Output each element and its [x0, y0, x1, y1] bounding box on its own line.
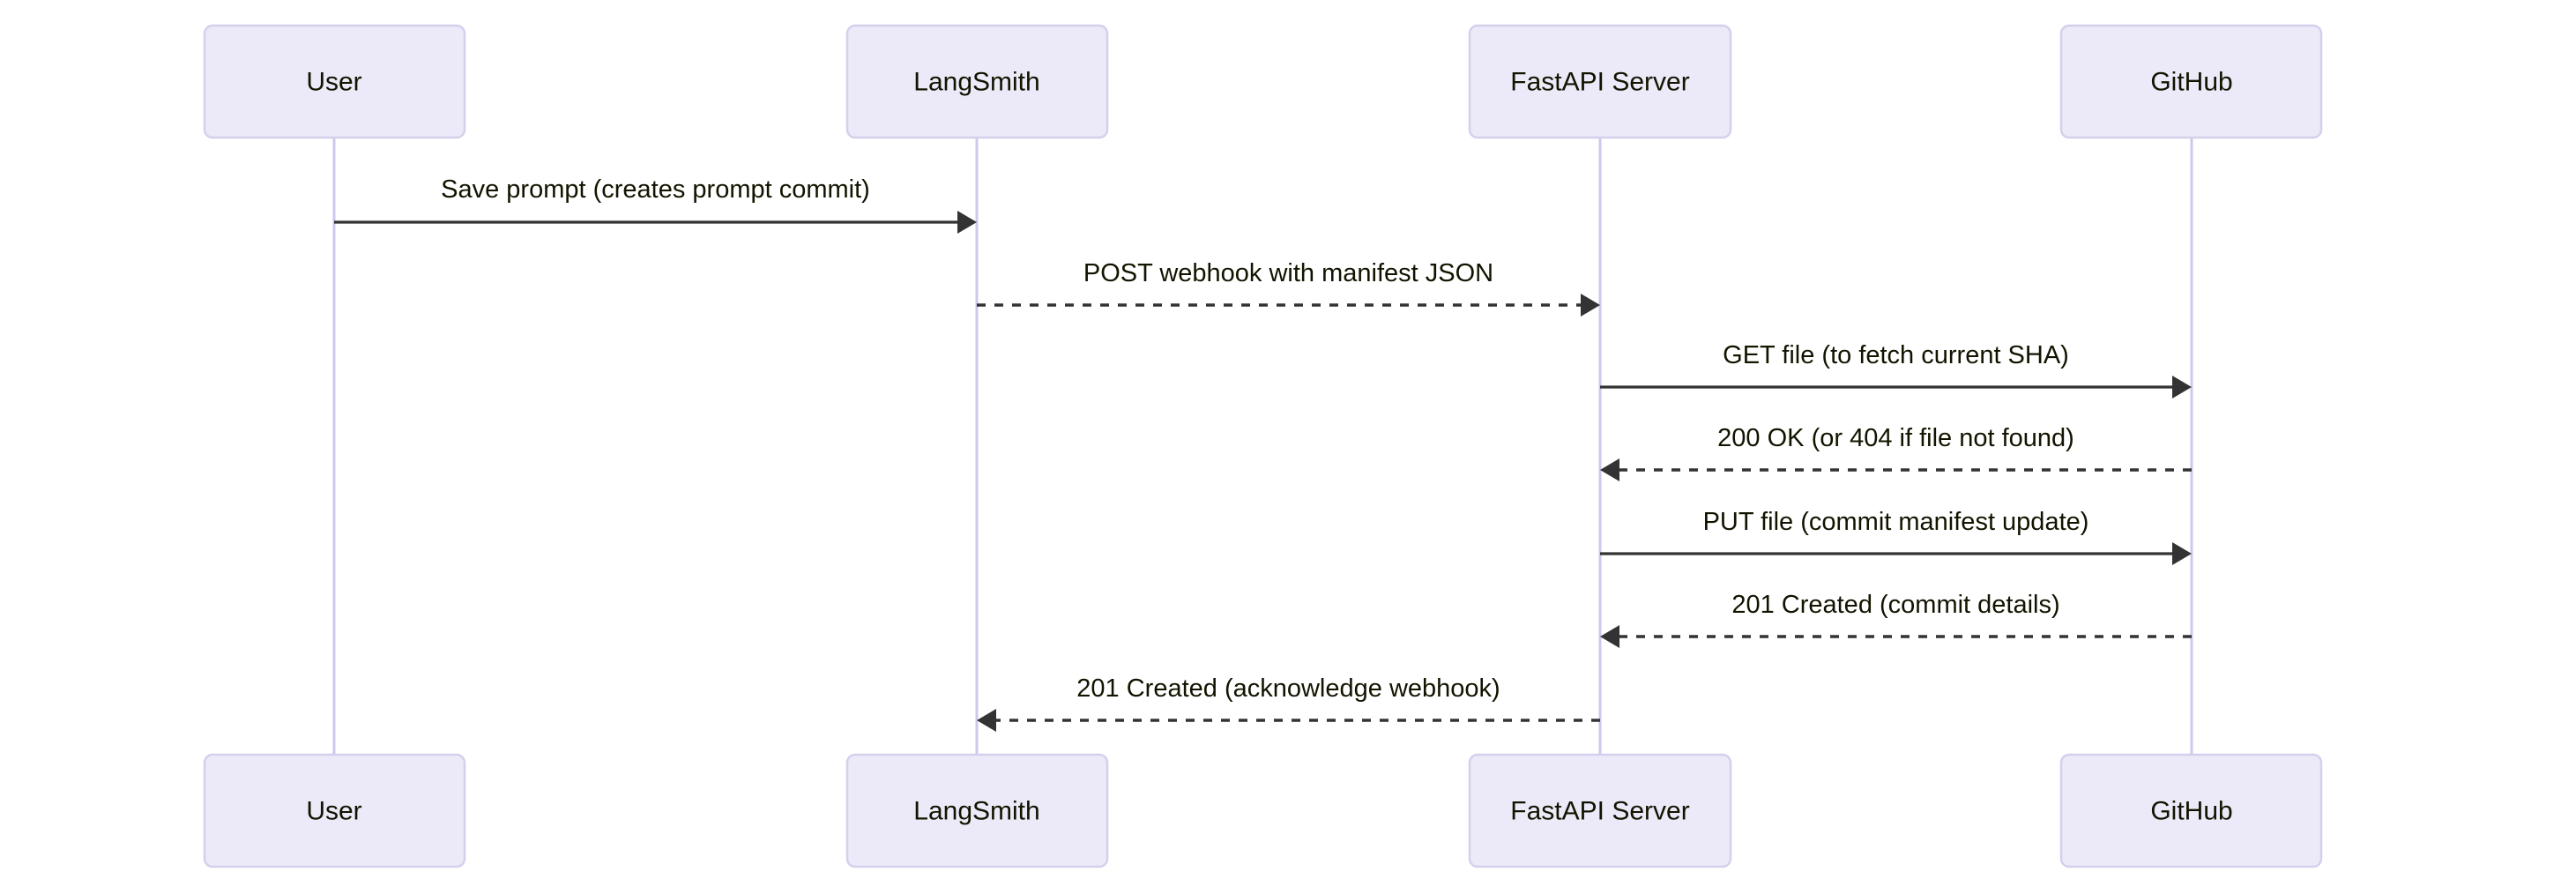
actor-label-langsmith-top: LangSmith [913, 67, 1039, 96]
actor-box-user-bottom[interactable] [203, 753, 466, 868]
messages-layer: Save prompt (creates prompt commit) POST … [334, 175, 2192, 732]
message-arrowhead-2 [1581, 294, 1600, 317]
actor-box-langsmith-top[interactable] [845, 24, 1109, 139]
message-4[interactable]: 200 OK (or 404 if file not found) [1600, 424, 2192, 481]
actor-github-top[interactable]: GitHub [2059, 24, 2323, 139]
message-arrowhead-4 [1600, 458, 1619, 481]
actors-top-layer: User LangSmith FastAPI Server GitHub [203, 24, 2323, 139]
actor-box-github-bottom[interactable] [2059, 753, 2323, 868]
message-label-7: 201 Created (acknowledge webhook) [1076, 674, 1500, 703]
message-7[interactable]: 201 Created (acknowledge webhook) [977, 674, 1600, 732]
actor-label-fastapi-bottom: FastAPI Server [1510, 796, 1689, 825]
message-label-2: POST webhook with manifest JSON [1083, 259, 1493, 287]
message-label-1: Save prompt (creates prompt commit) [441, 175, 870, 204]
message-arrowhead-7 [977, 709, 996, 732]
actor-label-user-top: User [306, 67, 361, 96]
message-2[interactable]: POST webhook with manifest JSON [977, 259, 1600, 317]
actor-langsmith-bottom[interactable]: LangSmith [845, 753, 1109, 868]
message-arrowhead-5 [2172, 542, 2192, 565]
message-label-6: 201 Created (commit details) [1731, 591, 2059, 619]
actor-user-bottom[interactable]: User [203, 753, 466, 868]
actor-label-langsmith-bottom: LangSmith [913, 796, 1039, 825]
actor-box-user-top[interactable] [203, 24, 466, 139]
message-1[interactable]: Save prompt (creates prompt commit) [334, 175, 977, 234]
actor-box-fastapi-top[interactable] [1468, 24, 1732, 139]
actor-box-github-top[interactable] [2059, 24, 2323, 139]
actor-label-github-bottom: GitHub [2150, 796, 2232, 825]
message-label-5: PUT file (commit manifest update) [1703, 508, 2089, 536]
actor-label-user-bottom: User [306, 796, 361, 825]
actor-fastapi-bottom[interactable]: FastAPI Server [1468, 753, 1732, 868]
actor-box-langsmith-bottom[interactable] [845, 753, 1109, 868]
actor-label-github-top: GitHub [2150, 67, 2232, 96]
actor-label-fastapi-top: FastAPI Server [1510, 67, 1689, 96]
actor-github-bottom[interactable]: GitHub [2059, 753, 2323, 868]
actor-fastapi-top[interactable]: FastAPI Server [1468, 24, 1732, 139]
lifelines-layer [332, 138, 2193, 755]
message-arrowhead-1 [957, 211, 977, 234]
actor-langsmith-top[interactable]: LangSmith [845, 24, 1109, 139]
message-label-4: 200 OK (or 404 if file not found) [1717, 424, 2074, 452]
message-arrowhead-6 [1600, 625, 1619, 648]
message-label-3: GET file (to fetch current SHA) [1723, 341, 2069, 369]
actors-bottom-layer: User LangSmith FastAPI Server GitHub [203, 753, 2323, 868]
message-5[interactable]: PUT file (commit manifest update) [1600, 508, 2192, 565]
message-3[interactable]: GET file (to fetch current SHA) [1600, 341, 2192, 399]
message-6[interactable]: 201 Created (commit details) [1600, 591, 2192, 648]
message-arrowhead-3 [2172, 376, 2192, 399]
actor-user-top[interactable]: User [203, 24, 466, 139]
actor-box-fastapi-bottom[interactable] [1468, 753, 1732, 868]
